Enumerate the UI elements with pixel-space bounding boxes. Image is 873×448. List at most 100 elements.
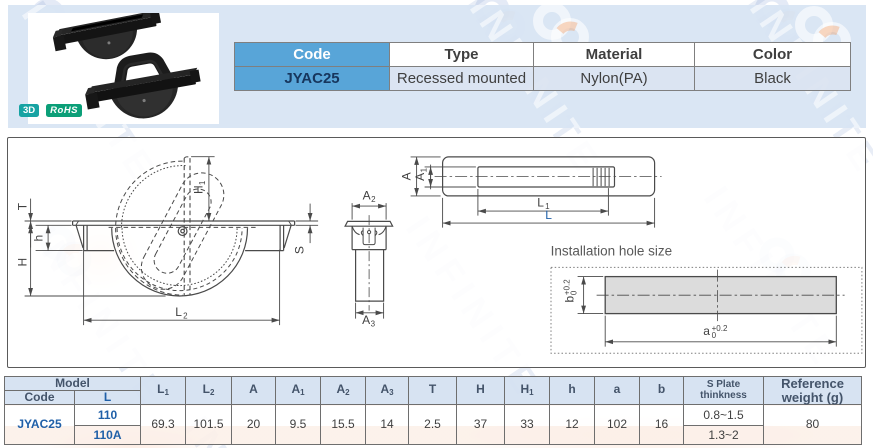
spec-data-row-2: 110A 1.3~2 <box>5 425 862 446</box>
infinite-logo-icon <box>533 5 589 56</box>
top-view-dimensions <box>410 156 662 228</box>
dim-label-A3: A 3 <box>362 313 376 329</box>
spec-value-A3: 14 <box>365 404 409 446</box>
svg-text:b: b <box>563 295 577 302</box>
spec-header-A1: A1 <box>275 375 321 406</box>
technical-drawing: T h H H 1 S L 2 <box>16 156 863 354</box>
spec-value-T: 2.5 <box>408 404 457 446</box>
spec-weight-value: 80 <box>763 404 862 446</box>
front-view-dimensions <box>24 156 319 326</box>
technical-drawing-panel: T h H H 1 S L 2 <box>7 137 866 368</box>
dim-label-S: S <box>293 246 307 254</box>
spec-header-A2: A2 <box>320 375 366 406</box>
info-header-code: Code <box>234 42 390 67</box>
top-view-labels: A A 1 L 1 L <box>400 167 553 222</box>
badge-rohs: RoHS <box>46 104 83 117</box>
svg-text:2: 2 <box>183 312 188 321</box>
spec-value-H: 37 <box>456 404 505 446</box>
spec-header-H1: H1 <box>504 375 550 406</box>
spec-header-model: Model <box>4 376 141 391</box>
spec-header-row-1: Model L1 L2 A A1 A2 A3 T H H1 h a b S Pl… <box>4 375 862 406</box>
dim-label-b: b +0.2 0 <box>563 279 579 303</box>
spec-header-b: b <box>639 375 684 406</box>
spec-table: Model L1 L2 A A1 A2 A3 T H H1 h a b S Pl… <box>4 375 862 446</box>
svg-text:A: A <box>362 313 370 327</box>
dim-label-L2: L 2 <box>175 305 188 321</box>
spec-value-b: 16 <box>639 404 684 446</box>
badge-3d: 3D <box>19 104 40 117</box>
product-info-table: Code Type Material Color JYAC25 Recessed… <box>234 42 851 91</box>
dim-label-h: h <box>32 235 46 242</box>
svg-text:+0.2: +0.2 <box>563 279 572 295</box>
svg-text:2: 2 <box>371 195 376 204</box>
dim-label-a: a +0.2 0 <box>703 324 728 340</box>
install-hole-view: b +0.2 0 a +0.2 0 <box>550 266 863 354</box>
dim-label-H1: H 1 <box>192 180 208 194</box>
spec-header-A3: A3 <box>365 375 409 406</box>
svg-text:H: H <box>192 185 206 194</box>
spec-header-H: H <box>456 375 505 406</box>
badges: 3D RoHS <box>19 104 83 117</box>
svg-text:L: L <box>175 305 182 319</box>
dim-label-T: T <box>16 202 30 210</box>
svg-text:3: 3 <box>371 320 376 329</box>
svg-text:A: A <box>363 189 371 203</box>
spec-header-L2: L2 <box>185 375 232 406</box>
info-header-color: Color <box>694 42 851 67</box>
product-photo-illustration <box>52 10 201 119</box>
dim-label-A: A <box>400 172 414 180</box>
spec-header-row-2: Code L <box>4 389 862 406</box>
spec-value-A1: 9.5 <box>275 404 321 446</box>
info-header-row: Code Type Material Color <box>234 42 851 67</box>
spec-value-h: 12 <box>549 404 595 446</box>
side-view <box>344 220 394 302</box>
spec-header-T: T <box>408 375 457 406</box>
spec-header-l: L <box>74 389 141 406</box>
info-material-value: Nylon(PA) <box>533 66 695 91</box>
spec-header-h: h <box>549 375 595 406</box>
dim-label-A2: A 2 <box>363 189 377 205</box>
spec-value-A: 20 <box>231 404 276 446</box>
dim-label-H: H <box>16 258 30 267</box>
spec-header-A: A <box>231 375 276 406</box>
spec-value-H1: 33 <box>504 404 550 446</box>
spec-value-A2: 15.5 <box>320 404 366 446</box>
svg-text:L: L <box>537 195 544 209</box>
spec-s-plate-1: 0.8~1.5 <box>683 404 764 427</box>
svg-text:+0.2: +0.2 <box>712 324 728 333</box>
spec-header-a: a <box>594 375 640 406</box>
svg-text:A: A <box>413 173 427 181</box>
spec-l-variant-2: 110A <box>74 425 141 446</box>
dim-label-A1: A 1 <box>413 167 429 181</box>
svg-text:0: 0 <box>570 290 579 295</box>
svg-text:a: a <box>703 324 710 338</box>
info-value-row: JYAC25 Recessed mounted Nylon(PA) Black <box>234 66 851 91</box>
info-type-value: Recessed mounted <box>389 66 534 91</box>
info-header-type: Type <box>389 42 534 67</box>
svg-text:1: 1 <box>545 202 550 211</box>
spec-s-plate-2: 1.3~2 <box>683 425 764 446</box>
spec-header-code: Code <box>4 389 75 406</box>
side-view-labels: A 2 A 3 <box>362 189 376 329</box>
info-color-value: Black <box>694 66 851 91</box>
dim-label-L: L <box>545 208 552 222</box>
header-band: INFINITE INFINITE INFINITE <box>8 5 866 128</box>
dim-label-L1: L 1 <box>537 195 550 211</box>
svg-text:1: 1 <box>420 167 429 172</box>
spec-value-a: 102 <box>594 404 640 446</box>
svg-text:0: 0 <box>712 331 717 340</box>
info-header-material: Material <box>533 42 695 67</box>
front-view-labels: T h H H 1 S L 2 <box>16 180 307 321</box>
spec-data-row-1: JYAC25 110 69.3 101.5 20 9.5 15.5 14 2.5… <box>4 404 862 446</box>
spec-value-L2: 101.5 <box>185 404 232 446</box>
info-code-value: JYAC25 <box>234 66 390 91</box>
front-view <box>72 156 296 297</box>
install-hole-title: Installation hole size <box>551 244 673 259</box>
svg-text:1: 1 <box>198 180 207 185</box>
side-view-dimensions <box>351 203 387 319</box>
spec-header-L1: L1 <box>140 375 186 406</box>
spec-value-L1: 69.3 <box>140 404 186 446</box>
